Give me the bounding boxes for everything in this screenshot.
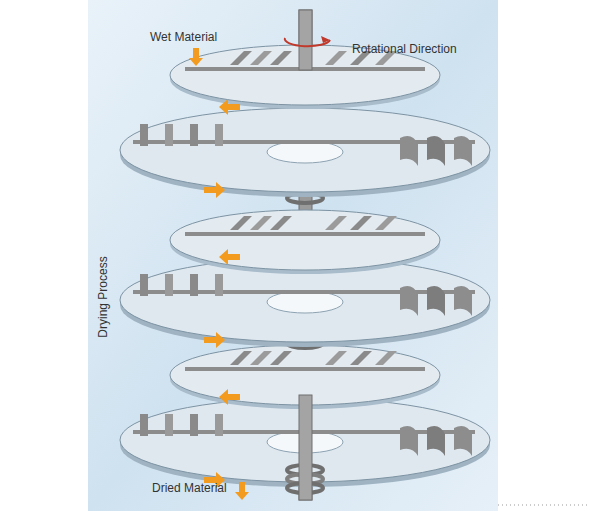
rotation-label: Rotational Direction [352,42,457,56]
flow-arrow [204,332,225,348]
shaft-top [299,10,312,70]
flow-arrow [219,99,240,115]
discharge-arrow [235,482,249,500]
small-disc [170,210,440,274]
flow-arrow [219,249,240,265]
flow-arrow [219,389,240,405]
background-panel [88,0,498,511]
dotted-line [498,505,590,506]
process-label: Drying Process [96,256,110,337]
rotation-arrow-head [321,36,330,43]
large-disc [120,108,490,197]
shaft-bottom [299,395,312,500]
input-label: Wet Material [150,30,217,44]
flow-arrow [204,182,225,198]
output-label: Dried Material [152,481,227,495]
feed-arrow [189,48,203,66]
